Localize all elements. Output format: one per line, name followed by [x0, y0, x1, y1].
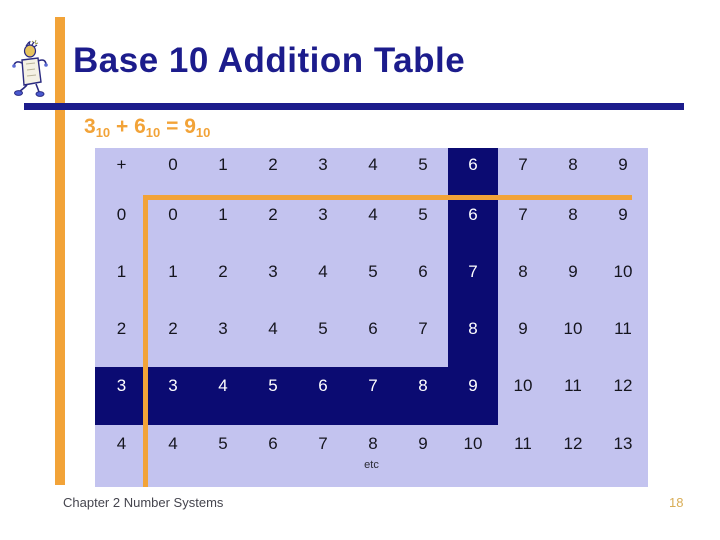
table-cell: 12: [563, 434, 583, 453]
etc-label: etc: [364, 459, 379, 471]
table-cell: 1: [218, 205, 228, 224]
table-cell: 8: [568, 205, 578, 224]
table-cell: 6: [418, 262, 428, 281]
table-cell: 11: [614, 319, 632, 338]
table-cell: 8: [398, 367, 448, 425]
table-cell: 4: [168, 434, 178, 453]
table-cell: 7: [348, 367, 398, 425]
table-cell: 13: [613, 434, 633, 453]
row-guide-line: [143, 195, 632, 200]
table-cell: 6: [268, 434, 278, 453]
row-label-cell: 1: [116, 262, 127, 281]
header-cell: 8: [568, 155, 578, 174]
table-cell: 9: [518, 319, 528, 338]
base-subscript: 10: [95, 125, 111, 140]
table-cell: 10: [513, 376, 533, 395]
table-cell: 11: [514, 434, 532, 453]
table-cell: 10: [563, 319, 583, 338]
table-cell: 4: [318, 262, 328, 281]
table-cell: 10: [613, 262, 633, 281]
table-cell: 2: [218, 262, 228, 281]
table-cell: 4: [198, 367, 248, 425]
table-cell: 5: [318, 319, 328, 338]
table-cell: 9: [568, 262, 578, 281]
header-cell: 9: [618, 155, 628, 174]
table-cell: 5: [248, 367, 298, 425]
table-cell: 3: [218, 319, 228, 338]
table-cell: 4: [268, 319, 278, 338]
header-cell: 4: [368, 155, 378, 174]
header-cell: 1: [218, 155, 228, 174]
table-cell: 6: [298, 367, 348, 425]
header-cell: 6: [448, 148, 498, 196]
footer-text: Chapter 2 Number Systems: [63, 495, 224, 510]
table-cell: 5: [368, 262, 378, 281]
table-cell: 8: [368, 434, 378, 453]
table-cell: 10: [463, 434, 483, 453]
table-cell: 6: [448, 196, 498, 253]
table-cell: 4: [368, 205, 378, 224]
header-cell: 3: [318, 155, 328, 174]
table-cell: 9: [448, 367, 498, 425]
operator-cell: +: [116, 155, 127, 174]
row-label-cell: 4: [116, 434, 127, 453]
table-cell: 0: [168, 205, 178, 224]
table-cell: 9: [618, 205, 628, 224]
row-label-cell: 3: [95, 367, 148, 425]
mascot-icon: [12, 39, 48, 97]
table-cell: 11: [564, 376, 582, 395]
table-cell: 3: [268, 262, 278, 281]
table-cell: 8: [518, 262, 528, 281]
base-subscript: 10: [145, 125, 161, 140]
header-cell: 2: [268, 155, 278, 174]
column-guide-line: [143, 195, 148, 487]
table-cell: 12: [613, 376, 633, 395]
header-cell: 7: [518, 155, 528, 174]
row-label-cell: 0: [116, 205, 127, 224]
table-cell: 6: [368, 319, 378, 338]
header-cell: 5: [418, 155, 428, 174]
base-subscript: 10: [195, 125, 211, 140]
table-cell: 8: [448, 310, 498, 367]
table-cell: 3: [318, 205, 328, 224]
row-label-cell: 2: [116, 319, 127, 338]
title-divider: [24, 103, 684, 110]
page-number: 18: [669, 495, 684, 510]
table-cell: 1: [168, 262, 178, 281]
table-cell: 2: [168, 319, 178, 338]
header-cell: 0: [168, 155, 178, 174]
table-cell: 9: [418, 434, 428, 453]
page-title: Base 10 Addition Table: [73, 41, 466, 80]
table-cell: 5: [218, 434, 228, 453]
table-cell: 3: [148, 367, 198, 425]
accent-bar: [55, 17, 65, 485]
table-cell: 7: [448, 253, 498, 310]
table-cell: 7: [418, 319, 428, 338]
table-cell: 7: [518, 205, 528, 224]
table-cell: 7: [318, 434, 328, 453]
table-cell: 2: [268, 205, 278, 224]
table-cell: 5: [418, 205, 428, 224]
equation-subtitle: 310 + 610 = 910: [84, 115, 211, 140]
